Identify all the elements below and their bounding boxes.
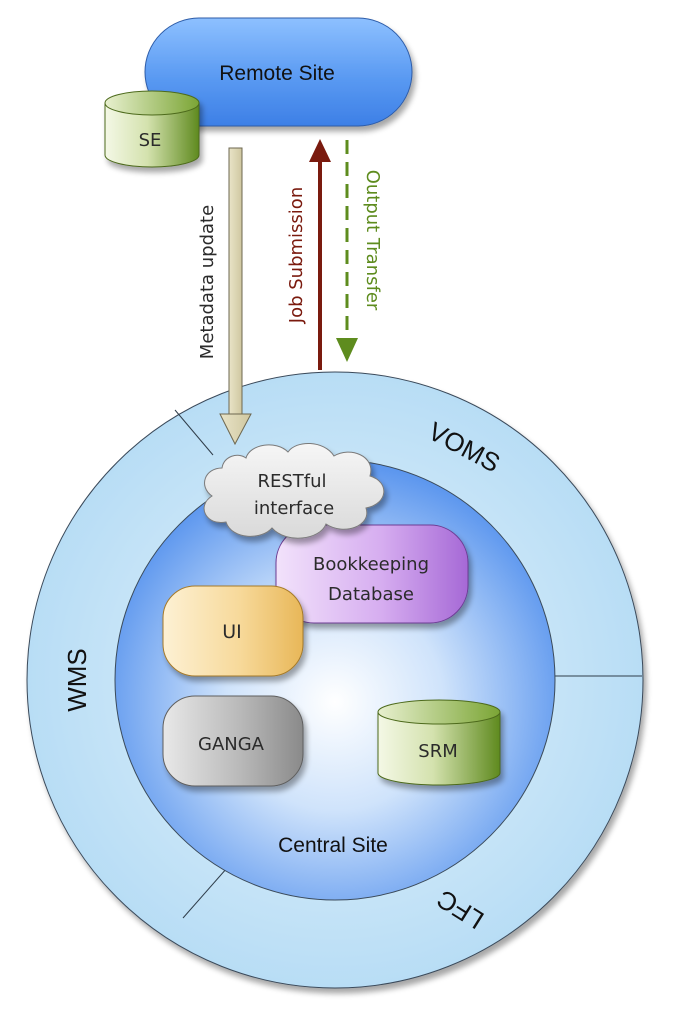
ganga-component	[162, 695, 304, 787]
restful-line2: interface	[254, 498, 334, 519]
metadata-update-label: Metadata update	[197, 205, 218, 359]
output-transfer-arrow	[336, 140, 358, 362]
se-storage-cylinder	[104, 90, 200, 168]
bookkeeping-line2: Database	[328, 584, 414, 605]
bookkeeping-line1: Bookkeeping	[313, 554, 429, 575]
remote-site-shape	[144, 17, 413, 127]
central-site-title: Central Site	[278, 834, 388, 857]
ui-component	[162, 585, 304, 677]
wms-label: WMS	[62, 648, 92, 712]
bookkeeping-database	[275, 524, 469, 624]
srm-storage-cylinder	[377, 699, 501, 786]
metadata-update-arrow	[219, 147, 252, 446]
se-label: SE	[139, 130, 162, 151]
ring-divider-top-left	[174, 409, 214, 456]
srm-label: SRM	[418, 741, 457, 762]
job-submission-label: Job Submission	[286, 187, 307, 324]
ring-divider-bottom-left	[182, 867, 228, 919]
restful-line1: RESTful	[257, 471, 326, 492]
restful-interface-cloud	[203, 443, 385, 539]
ganga-label: GANGA	[198, 734, 265, 755]
remote-site	[144, 17, 413, 127]
ui-label: UI	[222, 621, 242, 643]
output-transfer-label: Output Transfer	[362, 170, 383, 311]
remote-site-title: Remote Site	[219, 62, 335, 85]
job-submission-arrow	[309, 139, 331, 370]
